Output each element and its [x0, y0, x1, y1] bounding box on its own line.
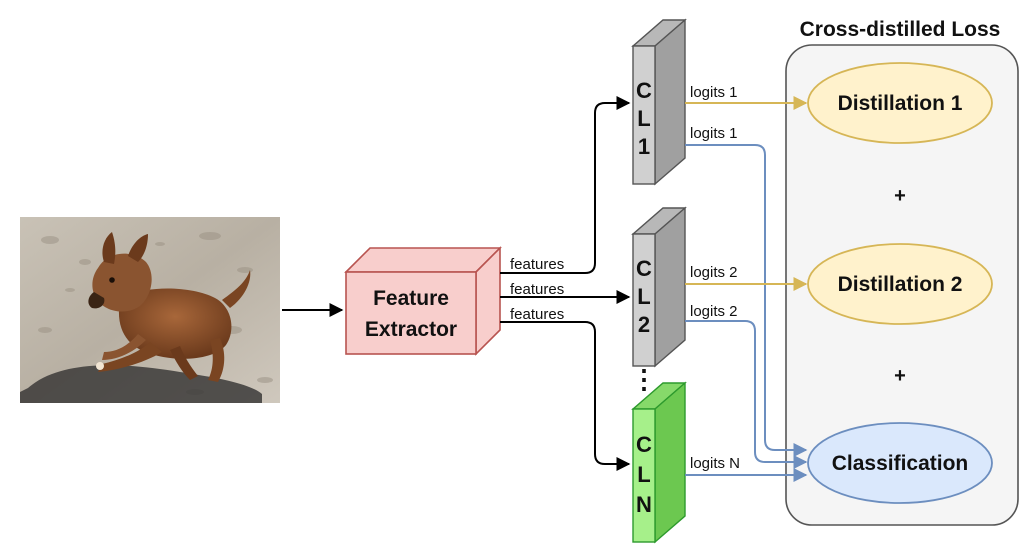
loss-terms: Distillation 1 + Distillation 2 + Classi… — [807, 62, 993, 504]
feature-label-top: features — [510, 256, 564, 273]
cln-logits-label: logits N — [690, 455, 740, 472]
cl1-letter-index: 1 — [638, 134, 650, 159]
cl2-letter-c: C — [636, 256, 652, 281]
classification-label: Classification — [832, 452, 969, 475]
distillation-2-node — [807, 243, 993, 325]
cln-letter-c: C — [636, 432, 652, 457]
plus-sign-2: + — [894, 365, 906, 387]
feature-label-middle: features — [510, 281, 564, 298]
logit-edges: logits 1 logits 1 logits 2 logits 2 logi… — [685, 84, 808, 482]
cl1-classification-arrow — [685, 144, 808, 457]
cl1-letter-l: L — [637, 106, 650, 131]
dog-illustration — [88, 232, 251, 382]
feature-edges: features features features — [500, 96, 631, 471]
classifier-cl1: C L 1 — [631, 18, 687, 186]
distillation-1-node — [807, 62, 993, 144]
cl2-letter-l: L — [637, 284, 650, 309]
feature-extractor-block: Feature Extractor — [344, 246, 502, 356]
cl1-logits-top-label: logits 1 — [690, 84, 738, 101]
cln-letter-l: L — [637, 462, 650, 487]
cl1-letter-c: C — [636, 78, 652, 103]
classifier-ellipsis: ⋮ — [631, 364, 657, 394]
input-image — [20, 217, 280, 403]
distillation-2-label: Distillation 2 — [838, 273, 963, 296]
feature-arrow-to-cl1 — [500, 96, 631, 274]
classifier-cl2: C L 2 — [631, 206, 687, 368]
cln-letter-index: N — [636, 492, 652, 517]
cl2-letter-index: 2 — [638, 312, 650, 337]
feature-extractor-label-line1: Feature — [373, 287, 449, 310]
cl1-logits-bottom-label: logits 1 — [690, 125, 738, 142]
classifier-cln: C L N — [631, 381, 687, 544]
feature-label-bottom: features — [510, 306, 564, 323]
plus-sign-1: + — [894, 185, 906, 207]
cl2-logits-bottom-label: logits 2 — [690, 303, 738, 320]
classification-node — [807, 422, 993, 504]
cl2-classification-arrow — [685, 320, 808, 469]
cl2-logits-top-label: logits 2 — [690, 264, 738, 281]
feature-arrow-to-cln — [500, 321, 631, 471]
distillation-1-label: Distillation 1 — [838, 92, 963, 115]
loss-group-title: Cross-distilled Loss — [800, 18, 1001, 41]
feature-extractor-label-line2: Extractor — [365, 318, 457, 341]
